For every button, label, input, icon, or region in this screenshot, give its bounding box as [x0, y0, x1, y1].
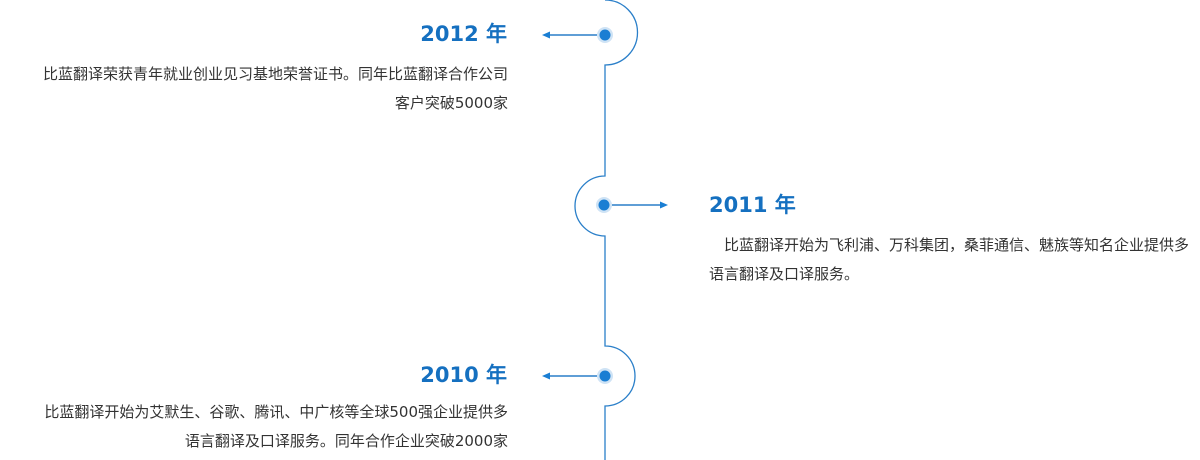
timeline-node-2012 [542, 27, 613, 43]
timeline-year-2011: 2011 年 [709, 193, 796, 217]
timeline-description-2012: 比蓝翻译荣获青年就业创业见习基地荣誉证书。同年比蓝翻译合作公司客户突破5000家 [42, 65, 508, 112]
timeline-node-2011 [596, 197, 668, 213]
timeline-axis [574, 0, 639, 460]
timeline-year-2010: 2010 年 [420, 363, 507, 387]
timeline-year-2012: 2012 年 [420, 22, 507, 46]
timeline-description-2010: 比蓝翻译开始为艾默生、谷歌、腾讯、中广核等全球500强企业提供多语言翻译及口译服… [44, 403, 508, 450]
timeline-description-2011: 比蓝翻译开始为飞利浦、万科集团，桑菲通信、魅族等知名企业提供多语言翻译及口译服务… [709, 236, 1190, 283]
timeline-node-2010 [542, 368, 613, 384]
